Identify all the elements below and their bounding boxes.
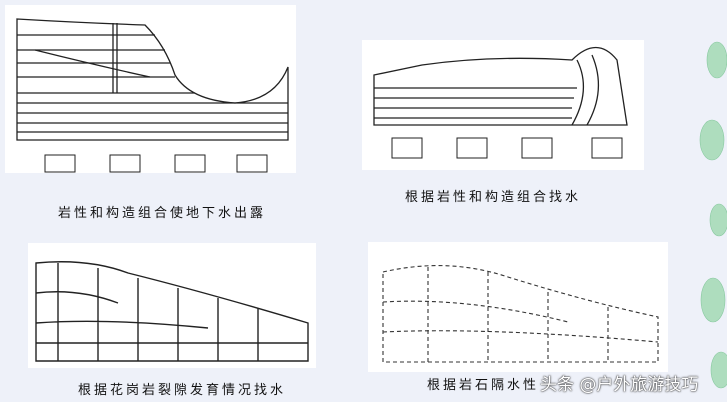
watermark: 头条 @户外旅游技巧 [540,375,699,395]
figure-1-sketch [5,5,296,173]
figure-3-caption: 根据花岗岩裂隙发育情况找水 [78,383,287,398]
figure-4-sketch [368,242,668,372]
figure-3-sketch [28,243,316,368]
leaf-decoration [699,41,727,389]
figure-1-caption: 岩性和构造组合使地下水出露 [58,206,267,221]
figure-2-caption: 根据岩性和构造组合找水 [405,190,582,205]
figure-4-caption: 根据岩石隔水性 [427,378,540,393]
figure-2-sketch [362,40,644,170]
